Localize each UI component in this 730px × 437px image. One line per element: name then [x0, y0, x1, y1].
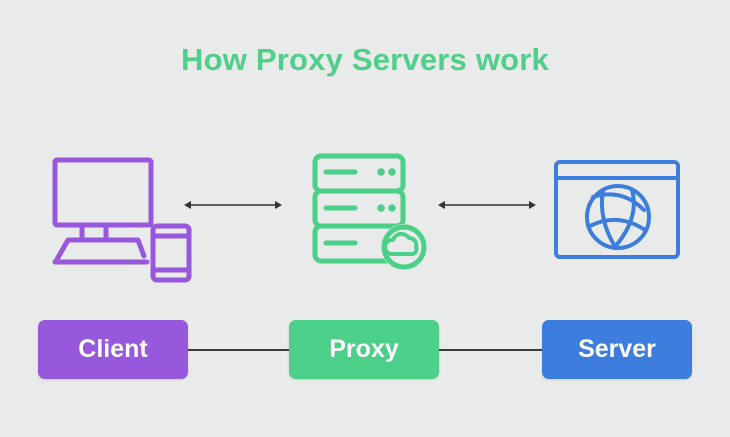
web-globe-icon: [554, 160, 680, 259]
proxy-server-connector: [439, 349, 542, 351]
page-title: How Proxy Servers work: [181, 42, 549, 77]
proxy-label: Proxy: [329, 335, 399, 363]
client-proxy-connector: [188, 349, 289, 351]
client-label: Client: [78, 335, 148, 363]
server-label-box: Server: [542, 320, 692, 379]
client-proxy-arrow: [184, 201, 282, 209]
server-label: Server: [578, 335, 656, 363]
server-cloud-icon: [312, 153, 427, 270]
desktop-and-phone-icon: [52, 157, 192, 283]
proxy-server-arrow: [438, 201, 536, 209]
proxy-label-box: Proxy: [289, 320, 439, 379]
client-label-box: Client: [38, 320, 188, 379]
